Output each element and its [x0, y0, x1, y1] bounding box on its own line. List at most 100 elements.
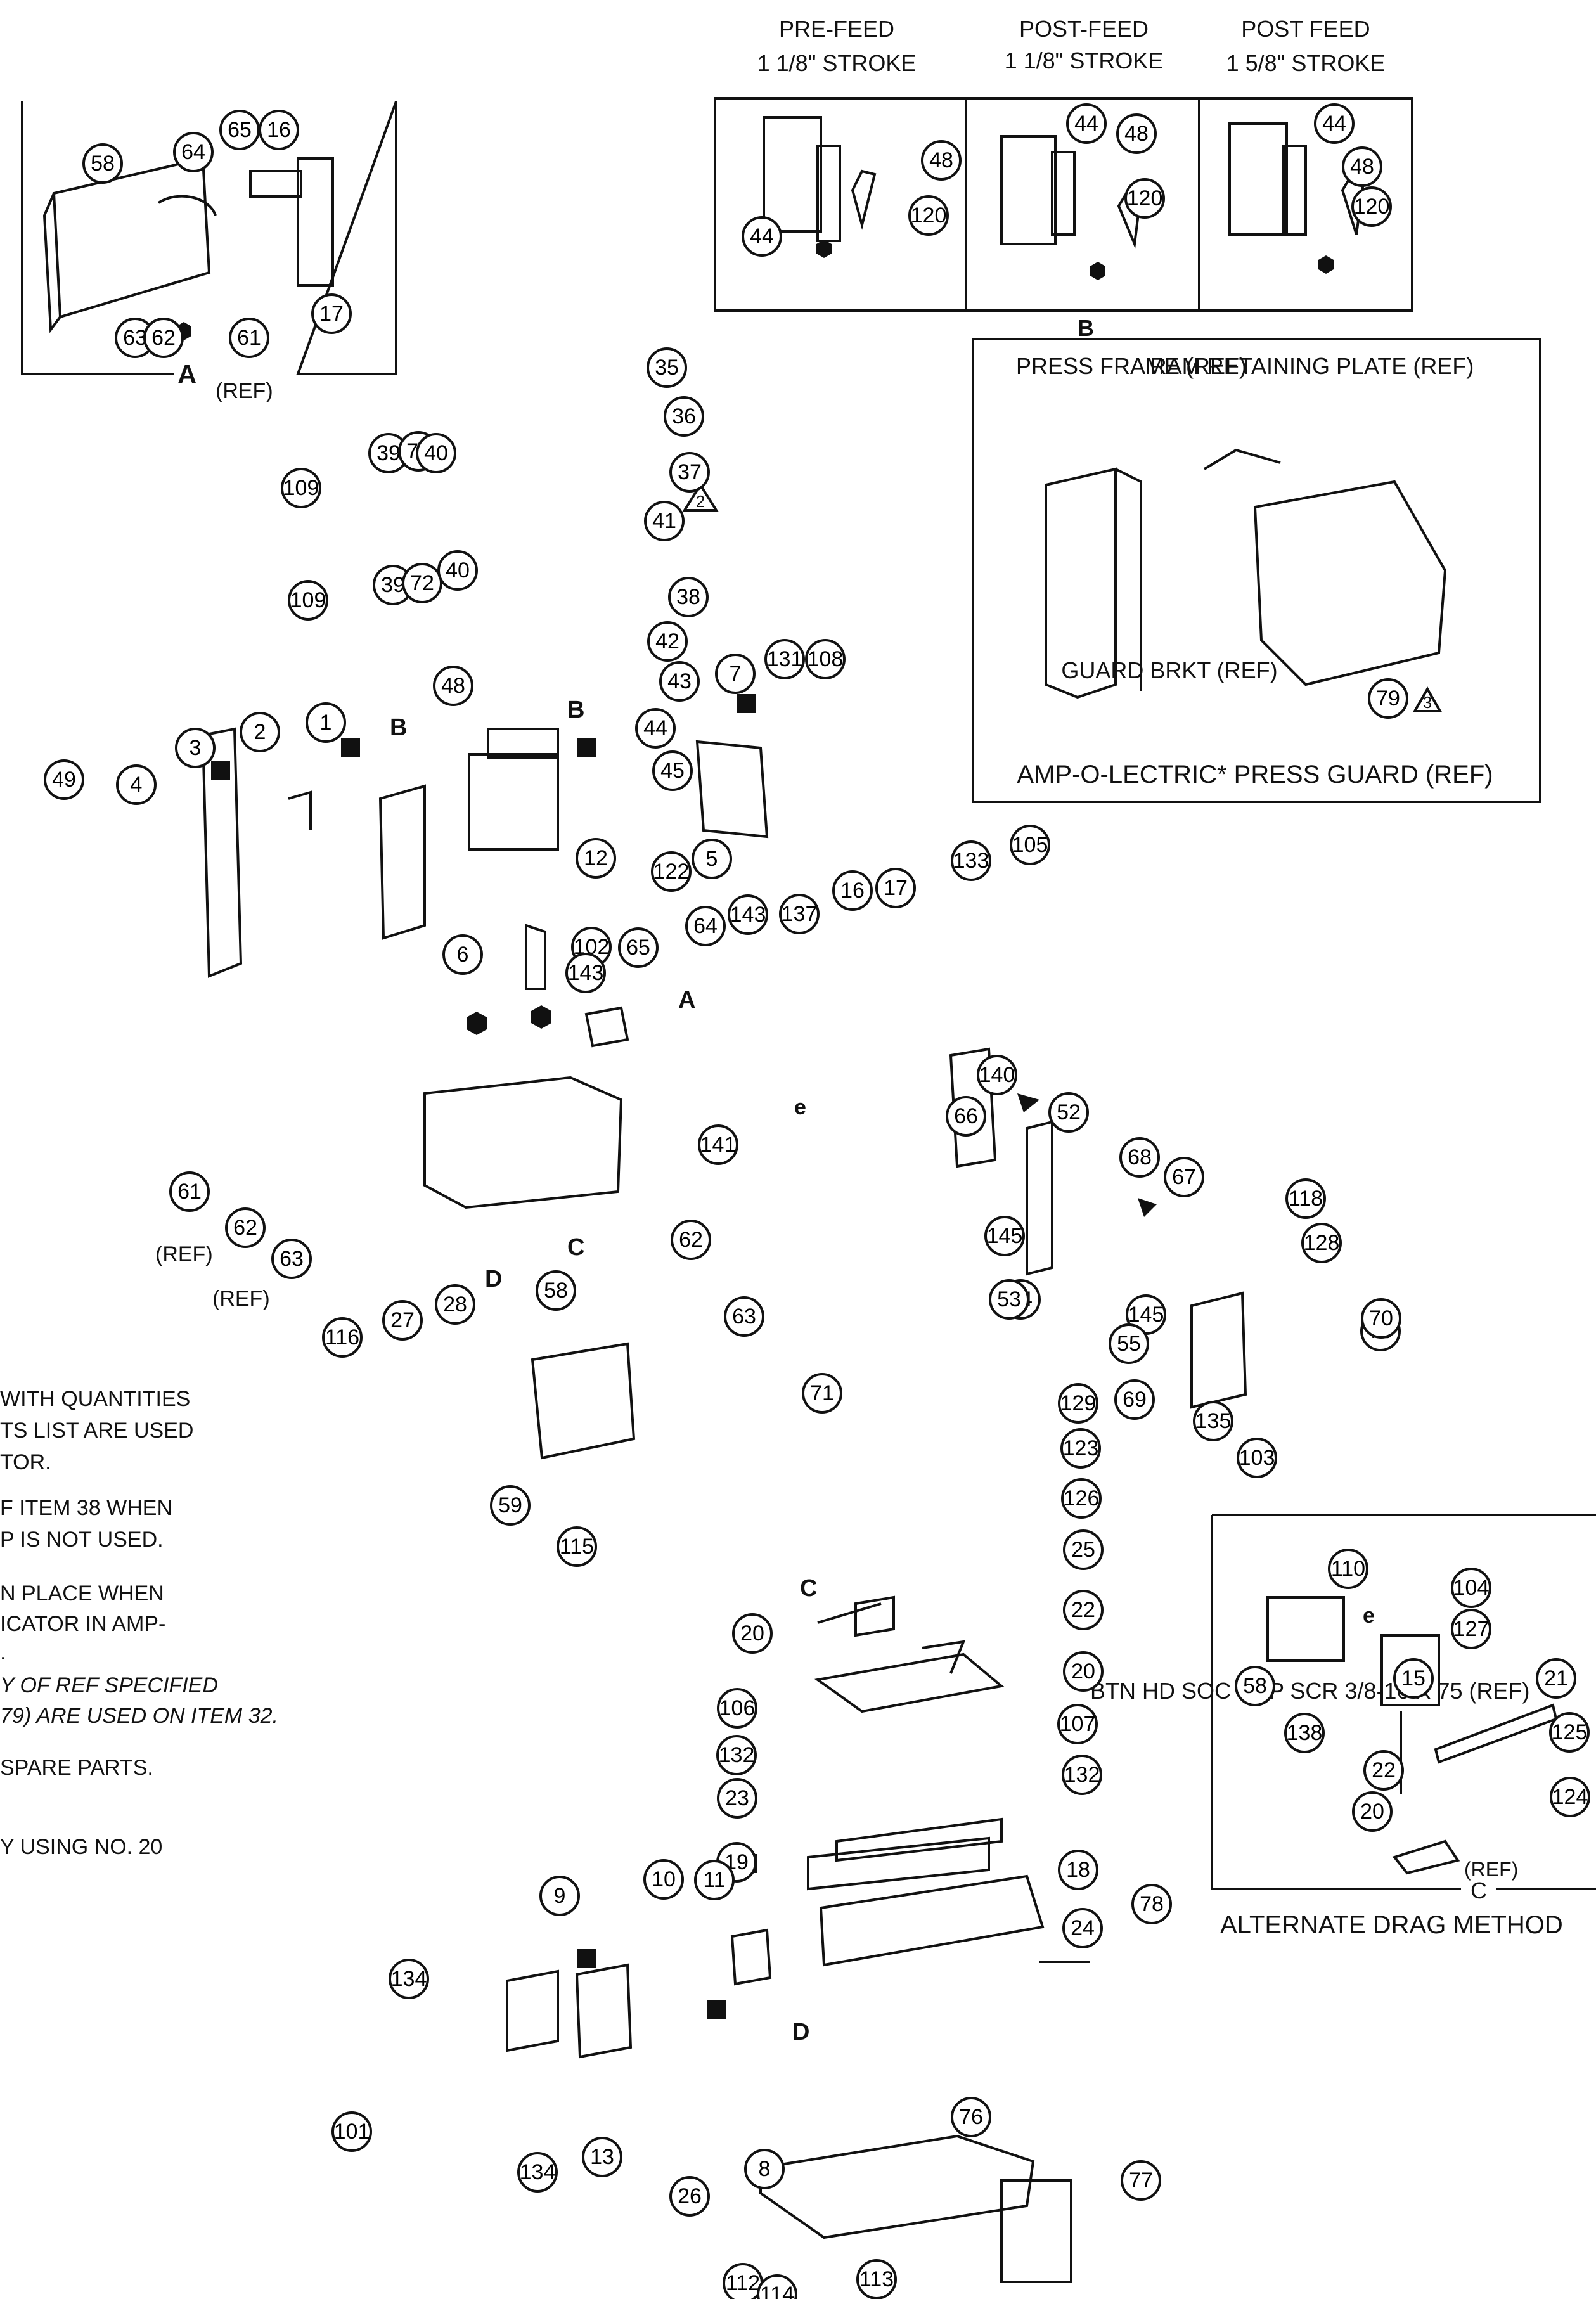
callout-40: 40 — [437, 550, 478, 591]
callout-20-text: 20 — [740, 1621, 764, 1645]
callout-2-text: 2 — [254, 720, 266, 744]
callout-4: 4 — [116, 764, 157, 805]
callout-17: 17 — [311, 293, 352, 334]
callout-22: 22 — [1363, 1750, 1404, 1791]
callout-124: 124 — [1550, 1777, 1590, 1817]
alternate-drag-ref: (REF) — [1464, 1858, 1518, 1881]
callout-125-text: 125 — [1552, 1720, 1588, 1744]
note-line-1: WITH QUANTITIES — [0, 1387, 190, 1411]
callout-126-text: 126 — [1064, 1486, 1100, 1510]
callout-138: 138 — [1284, 1713, 1325, 1753]
note-line-11: SPARE PARTS. — [0, 1756, 153, 1780]
callout-27-text: 27 — [390, 1308, 415, 1332]
callout-18-text: 18 — [1066, 1858, 1090, 1882]
callout-36-text: 36 — [672, 404, 696, 428]
callout-70: 70 — [1361, 1298, 1401, 1339]
callout-129: 129 — [1058, 1383, 1098, 1424]
callout-37: 37 — [669, 452, 710, 493]
callout-44-text: 44 — [1322, 112, 1346, 136]
callout-23-text: 23 — [725, 1786, 749, 1810]
item37-note-ref: 2 — [696, 492, 705, 511]
callout-41: 41 — [644, 501, 685, 541]
callout-104-text: 104 — [1453, 1576, 1490, 1600]
callout-62-text: 62 — [233, 1216, 257, 1240]
callout-101-text: 101 — [334, 2120, 370, 2144]
callout-48-text: 48 — [1124, 122, 1149, 146]
ram-plate-label: RAM RETAINING PLATE (REF) — [1150, 353, 1474, 379]
callout-58-text: 58 — [544, 1278, 568, 1303]
callout-65: 65 — [618, 927, 659, 968]
detail-a-ref: (REF) — [216, 379, 273, 403]
callout-45-text: 45 — [660, 759, 685, 783]
callout-105: 105 — [1010, 825, 1050, 865]
callout-113-text: 113 — [859, 2267, 894, 2291]
callout-7: 7 — [715, 654, 756, 694]
callout-11-text: 11 — [703, 1868, 725, 1892]
callout-7-text: 7 — [730, 662, 742, 686]
callout-26-text: 26 — [678, 2184, 702, 2208]
callout-20-text: 20 — [1071, 1659, 1095, 1684]
callout-120-text: 120 — [911, 203, 947, 228]
callout-120-text: 120 — [1127, 186, 1163, 210]
callout-48-text: 48 — [929, 148, 953, 172]
callout-61-text: 61 — [177, 1180, 202, 1204]
callout-64-text: 64 — [181, 140, 205, 164]
callout-28: 28 — [435, 1284, 475, 1325]
detail-a-letter: A — [177, 359, 196, 389]
callout-59: 59 — [490, 1485, 531, 1526]
callout-101: 101 — [331, 2111, 372, 2152]
callout-5: 5 — [692, 839, 732, 879]
callout-134: 134 — [517, 2152, 558, 2193]
callout-36: 36 — [664, 396, 704, 437]
callout-115-text: 115 — [560, 1535, 594, 1559]
callout-122: 122 — [651, 851, 692, 892]
callout-71: 71 — [802, 1373, 842, 1414]
callout-4-text: 4 — [131, 773, 143, 797]
callout-38-text: 38 — [676, 585, 700, 609]
callout-16: 16 — [832, 870, 873, 911]
callout-18: 18 — [1058, 1850, 1098, 1890]
callout-143: 143 — [728, 894, 768, 935]
callout-72: 72 — [402, 563, 442, 603]
callout-141-text: 141 — [700, 1133, 737, 1157]
callout-134-text: 134 — [391, 1967, 427, 1991]
callout-114: 114 — [757, 2274, 797, 2299]
callout-114-text: 114 — [760, 2283, 794, 2299]
callout-6: 6 — [442, 934, 483, 975]
callout-133: 133 — [951, 840, 991, 881]
callout-25-text: 25 — [1071, 1538, 1095, 1562]
callout-48-text: 48 — [1350, 155, 1374, 179]
callout-38: 38 — [668, 577, 709, 617]
note-line-10: 79) ARE USED ON ITEM 32. — [0, 1704, 278, 1728]
callout-135: 135 — [1193, 1401, 1233, 1441]
callout-110: 110 — [1328, 1549, 1368, 1589]
callout-64: 64 — [685, 906, 726, 946]
callout-58-text: 58 — [1243, 1674, 1267, 1698]
callout-123: 123 — [1060, 1428, 1101, 1469]
detail-a-panel: A (REF) — [21, 101, 397, 403]
note-line-6: N PLACE WHEN — [0, 1581, 164, 1606]
callout-12: 12 — [576, 838, 616, 879]
callout-106-text: 106 — [719, 1696, 756, 1720]
callout-17-text: 17 — [319, 302, 344, 326]
callout-17-text: 17 — [884, 876, 908, 900]
callout-109: 109 — [288, 580, 328, 621]
callout-11: 11 — [694, 1860, 735, 1900]
view-b-letter: B — [1078, 315, 1094, 341]
callout-78: 78 — [1131, 1884, 1172, 1924]
callout-116: 116 — [322, 1317, 363, 1358]
callout-48: 48 — [1342, 146, 1382, 187]
note-line-12: Y USING NO. 20 — [0, 1835, 162, 1859]
callout-103-text: 103 — [1239, 1446, 1275, 1470]
callout-68-text: 68 — [1128, 1145, 1152, 1169]
callout-13: 13 — [582, 2137, 622, 2177]
callout-76: 76 — [951, 2097, 991, 2137]
callout-62: 62 — [671, 1220, 711, 1260]
callout-25: 25 — [1063, 1529, 1104, 1570]
callout-48: 48 — [921, 140, 962, 181]
callout-134-text: 134 — [520, 2160, 556, 2184]
callout-122-text: 122 — [653, 860, 690, 884]
callout-39-text: 39 — [376, 441, 401, 465]
post-feed-short-title: POST-FEED — [1019, 16, 1149, 42]
